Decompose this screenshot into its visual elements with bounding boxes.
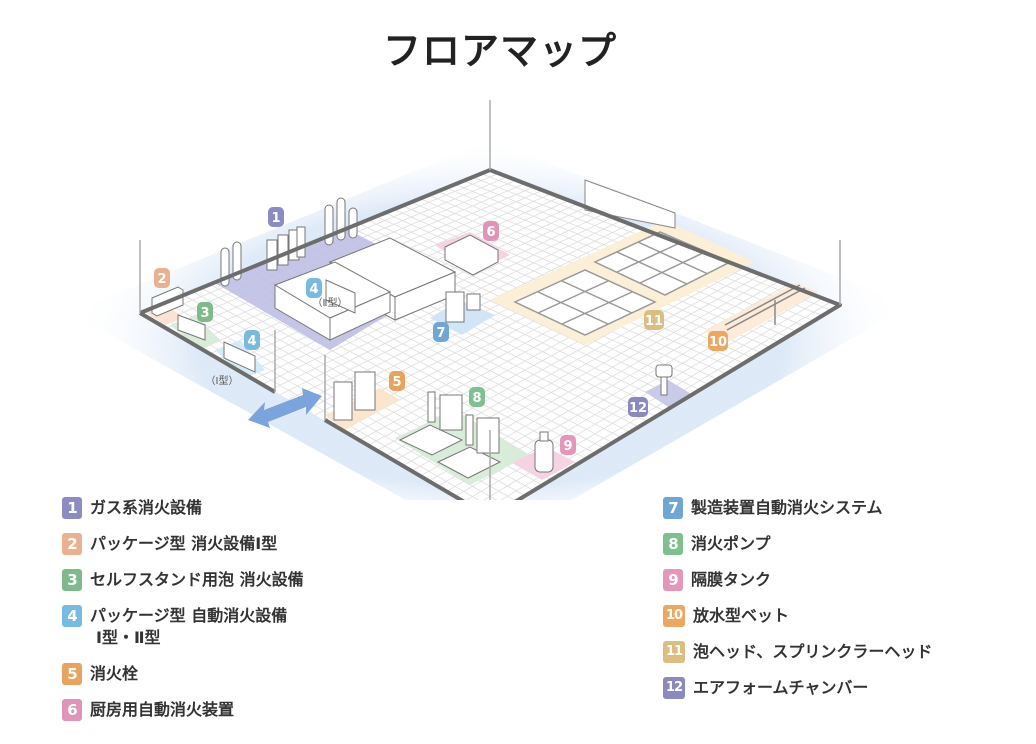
legend-item-11: 11 泡ヘッド、スプリンクラーヘッド	[663, 641, 932, 663]
legend-left: 1 ガス系消火設備 2 パッケージ型 消火設備Ⅰ型 3 セルフスタンド用泡 消火設備 4 パッ…	[62, 497, 304, 735]
svg-text:7: 7	[436, 326, 445, 341]
svg-text:8: 8	[472, 391, 481, 406]
legend-number-badge: 8	[663, 533, 683, 555]
legend-label-wrap: 隔膜タンク	[691, 569, 771, 591]
map-marker-3: 3	[197, 302, 213, 322]
legend-label: ガス系消火設備	[90, 498, 203, 517]
legend-item-3: 3 セルフスタンド用泡 消火設備	[62, 569, 304, 591]
legend-label-wrap: 消火ポンプ	[691, 533, 771, 555]
water-bet-icon	[724, 284, 806, 331]
legend-item-1: 1 ガス系消火設備	[62, 497, 304, 519]
legend-label-wrap: 放水型ベット	[693, 605, 789, 627]
legend-label: 泡ヘッド、スプリンクラーヘッド	[693, 642, 933, 661]
legend-item-9: 9 隔膜タンク	[663, 569, 932, 591]
legend-number-badge: 12	[663, 677, 685, 699]
legend-item-5: 5 消火栓	[62, 663, 304, 685]
legend-label-wrap: 厨房用自動消火装置	[90, 699, 234, 721]
zone-10	[705, 283, 818, 345]
legend-label: 隔膜タンク	[691, 570, 772, 589]
caption-type2: （Ⅱ型）	[313, 296, 348, 309]
equipment-icons	[151, 234, 673, 479]
svg-text:3: 3	[200, 306, 209, 321]
caption-type1: （Ⅰ型）	[206, 374, 239, 387]
legend-item-12: 12 エアフォームチャンバー	[663, 677, 932, 699]
svg-text:11: 11	[645, 314, 663, 329]
legend-label-wrap: ガス系消火設備	[90, 497, 202, 519]
legend-number-badge: 5	[62, 663, 82, 685]
legend-item-7: 7 製造装置自動消火システム	[663, 497, 932, 519]
legend-label-wrap: 消火栓	[90, 663, 138, 685]
svg-text:9: 9	[563, 439, 572, 454]
legend-number-badge: 2	[62, 533, 82, 555]
map-marker-12: 12	[628, 397, 648, 417]
legend-label-wrap: エアフォームチャンバー	[693, 677, 868, 699]
legend-label-wrap: 製造装置自動消火システム	[691, 497, 883, 519]
svg-text:6: 6	[486, 225, 495, 240]
legend-label-wrap: 泡ヘッド、スプリンクラーヘッド	[693, 641, 932, 663]
wall-posts	[139, 100, 841, 500]
legend-item-6: 6 厨房用自動消火装置	[62, 699, 304, 721]
legend-item-8: 8 消火ポンプ	[663, 533, 932, 555]
svg-text:10: 10	[709, 335, 727, 350]
legend-item-2: 2 パッケージ型 消火設備Ⅰ型	[62, 533, 304, 555]
legend-label: 消火ポンプ	[691, 534, 771, 553]
map-marker-8: 8	[469, 387, 485, 407]
svg-text:4: 4	[247, 334, 256, 349]
svg-text:1: 1	[271, 211, 280, 226]
page-title: フロアマップ	[382, 29, 617, 73]
map-marker-10: 10	[708, 331, 728, 351]
entrance-arrow-icon	[248, 388, 322, 428]
legend-item-10: 10 放水型ベット	[663, 605, 932, 627]
legend-label: エアフォームチャンバー	[693, 678, 869, 697]
legend-label: セルフスタンド用泡 消火設備	[90, 570, 304, 589]
legend-number-badge: 10	[663, 605, 685, 627]
legend-number-badge: 11	[663, 641, 685, 663]
map-marker-4: 4	[306, 278, 322, 298]
legend-sublabel: Ⅰ型・Ⅱ型	[96, 628, 161, 647]
map-marker-2: 2	[154, 268, 170, 288]
legend-label-wrap: セルフスタンド用泡 消火設備	[90, 569, 304, 591]
legend-label-wrap: パッケージ型 自動消火設備 Ⅰ型・Ⅱ型	[90, 605, 287, 649]
svg-text:12: 12	[629, 401, 647, 416]
map-marker-9: 9	[560, 435, 576, 455]
legend-right: 7 製造装置自動消火システム 8 消火ポンプ 9 隔膜タンク 10 放水型ベット 11 泡ヘッド、…	[663, 497, 932, 713]
legend-number-badge: 4	[62, 605, 82, 627]
map-marker-1: 1	[268, 207, 284, 227]
legend-label: パッケージ型 自動消火設備	[90, 606, 288, 625]
legend-label: パッケージ型 消火設備Ⅰ型	[90, 534, 278, 553]
svg-text:5: 5	[392, 375, 401, 390]
legend-number-badge: 1	[62, 497, 82, 519]
legend-label: 放水型ベット	[693, 606, 790, 625]
legend-item-4: 4 パッケージ型 自動消火設備 Ⅰ型・Ⅱ型	[62, 605, 304, 649]
legend-label: 厨房用自動消火装置	[90, 700, 235, 719]
machine-block	[273, 237, 457, 341]
legend-label: 消火栓	[90, 664, 139, 683]
legend-number-badge: 7	[663, 497, 683, 519]
legend-label: 製造装置自動消火システム	[691, 498, 883, 517]
map-marker-6: 6	[483, 221, 499, 241]
map-marker-7: 7	[433, 322, 449, 342]
legend-number-badge: 3	[62, 569, 82, 591]
legend-number-badge: 9	[663, 569, 683, 591]
map-marker-4: 4	[244, 330, 260, 350]
legend-label-wrap: パッケージ型 消火設備Ⅰ型	[90, 533, 277, 555]
legend-number-badge: 6	[62, 699, 82, 721]
map-marker-5: 5	[389, 371, 405, 391]
svg-text:2: 2	[157, 272, 166, 287]
wall-panel	[584, 179, 676, 229]
svg-text:4: 4	[309, 282, 318, 297]
map-marker-11: 11	[644, 310, 664, 330]
